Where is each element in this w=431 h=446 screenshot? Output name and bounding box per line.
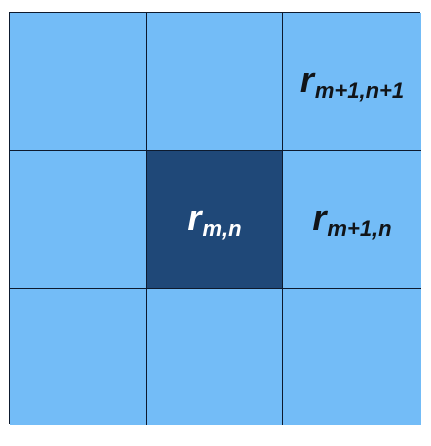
label-top-right-subscript: m+1,n+1 bbox=[314, 77, 405, 103]
label-center-subscript: m,n bbox=[202, 215, 242, 241]
label-middle-right: rm+1,n bbox=[312, 196, 392, 241]
label-middle-right-subscript: m+1,n bbox=[327, 215, 392, 241]
label-top-right: rm+1,n+1 bbox=[299, 58, 405, 103]
cell-center: rm,n bbox=[147, 151, 283, 289]
grid-diagram: rm+1,n+1 rm,n rm+1,n bbox=[9, 12, 421, 425]
cell-r1-c3: rm+1,n+1 bbox=[283, 13, 421, 151]
cell-r3-c1 bbox=[10, 289, 147, 425]
cell-r2-c1 bbox=[10, 151, 147, 289]
label-center-base: r bbox=[187, 196, 202, 238]
label-top-right-base: r bbox=[299, 58, 314, 100]
label-center: rm,n bbox=[187, 196, 242, 241]
cell-r3-c3 bbox=[283, 289, 421, 425]
cell-r1-c1 bbox=[10, 13, 147, 151]
cell-r1-c2 bbox=[147, 13, 283, 151]
cell-r2-c3: rm+1,n bbox=[283, 151, 421, 289]
cell-r3-c2 bbox=[147, 289, 283, 425]
label-middle-right-base: r bbox=[312, 196, 327, 238]
